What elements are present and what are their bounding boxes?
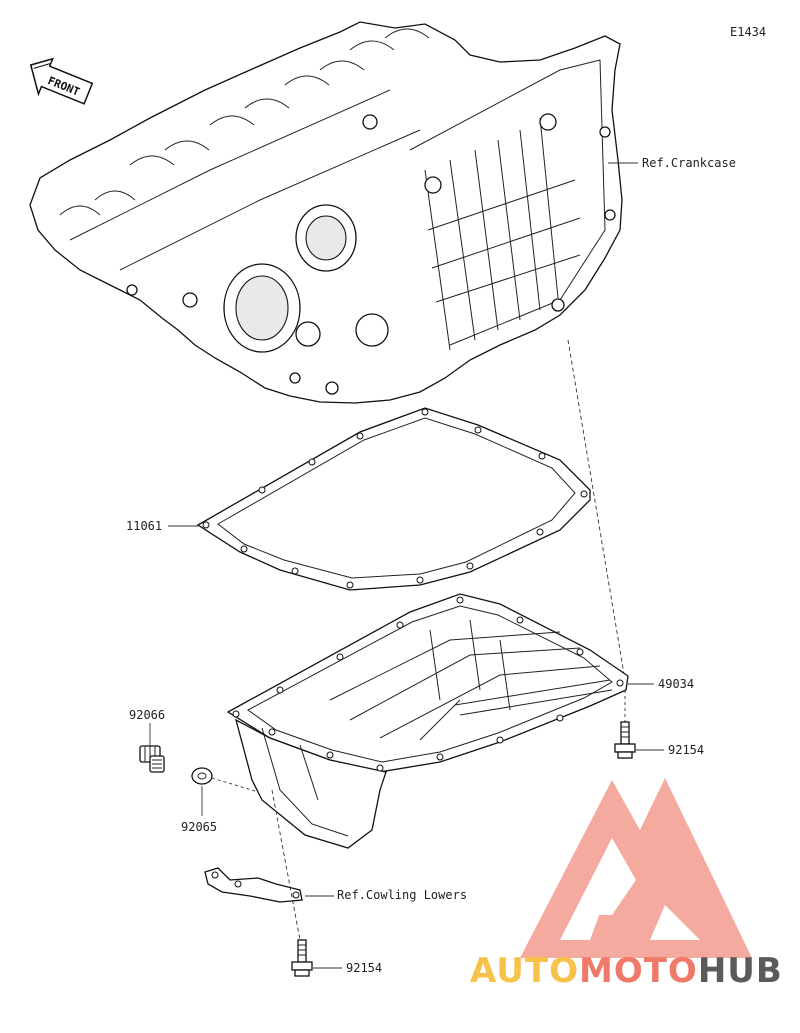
bolt-upper <box>614 690 636 759</box>
part-drain-plug-label: 92066 <box>129 708 165 722</box>
part-washer-label: 92065 <box>181 820 217 834</box>
part-oil-pan-label: 49034 <box>658 677 694 691</box>
watermark-text: AUTOMOTOHUB <box>470 951 783 991</box>
washer <box>191 767 213 785</box>
ref-crankcase-label: Ref.Crankcase <box>642 156 736 170</box>
watermark-moto: MOTO <box>579 951 698 991</box>
oil-pan <box>226 593 629 849</box>
crankcase-drawing <box>29 21 623 404</box>
front-arrow-icon: FRONT <box>29 57 94 105</box>
watermark-hub: HUB <box>698 951 783 991</box>
logo-mark-icon <box>520 778 752 958</box>
part-bolt-lower-label: 92154 <box>346 961 382 975</box>
part-bolt-upper-label: 92154 <box>668 743 704 757</box>
diagram-code: E1434 <box>730 25 766 39</box>
lower-bolt-alignment <box>271 789 301 941</box>
alignment-line <box>567 339 626 681</box>
bracket <box>204 867 303 903</box>
washer-alignment <box>211 777 259 793</box>
automotohub-logo <box>520 778 752 958</box>
oil-pan-gasket <box>196 407 591 591</box>
watermark-auto: AUTO <box>470 951 579 991</box>
drain-plug <box>139 745 165 773</box>
ref-cowling-lowers-label: Ref.Cowling Lowers <box>337 888 467 902</box>
bolt-lower <box>291 939 313 977</box>
part-gasket-label: 11061 <box>126 519 162 533</box>
